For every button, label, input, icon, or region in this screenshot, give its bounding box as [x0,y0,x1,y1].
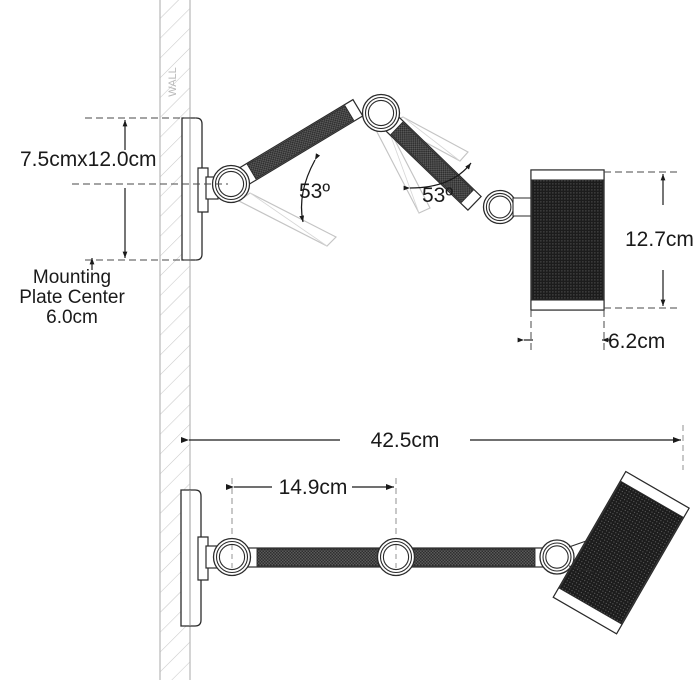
arm-segment-1 [237,98,364,186]
joint-centerlines-plan [231,545,397,570]
angle-label-joint2: 53º [422,184,453,207]
wall [159,0,191,680]
head-width-label: 6.2cm [608,330,665,353]
plate-size-label: 7.5cmx12.0cm [20,148,157,171]
head-height-dimension [604,171,680,309]
mounting-plate-label-line1: Mounting [33,267,111,288]
wall-label: WALL [167,67,179,97]
angle-indicator-joint1 [299,153,321,223]
lamp-head [530,169,605,311]
angle-label-joint1: 53º [299,180,330,203]
joint-head [482,189,518,225]
joint-base [211,164,251,204]
ghost-arm-positions [237,116,469,247]
side-elevation-view: 53º 53º 7.5cmx12.0cm Mounting Plate Cent… [19,93,694,353]
joint-elbow [361,93,401,133]
total-reach-dimension [181,425,684,470]
arm-segment-2-plan [395,547,547,568]
segment-length-label: 14.9cm [279,476,348,499]
angle-indicator-joint2 [403,162,472,191]
arm-segment-1-plan [245,547,397,568]
head-width-dimension [517,310,612,350]
total-reach-label: 42.5cm [371,429,440,452]
mounting-plate-plan [180,489,219,627]
mounting-plate-label-line3: 6.0cm [46,307,98,328]
joint-head-plan [539,539,575,575]
plate-dimension-lines [72,117,228,261]
head-height-label: 12.7cm [625,228,694,251]
mounting-plate [181,117,219,261]
head-neck [512,197,534,217]
lamp-head-plan [552,470,690,635]
mounting-plate-label-line2: Plate Center [19,287,125,308]
head-neck-plan [568,539,595,573]
segment-dimension [226,478,397,548]
plan-view: 42.5cm 14.9cm [180,425,690,635]
